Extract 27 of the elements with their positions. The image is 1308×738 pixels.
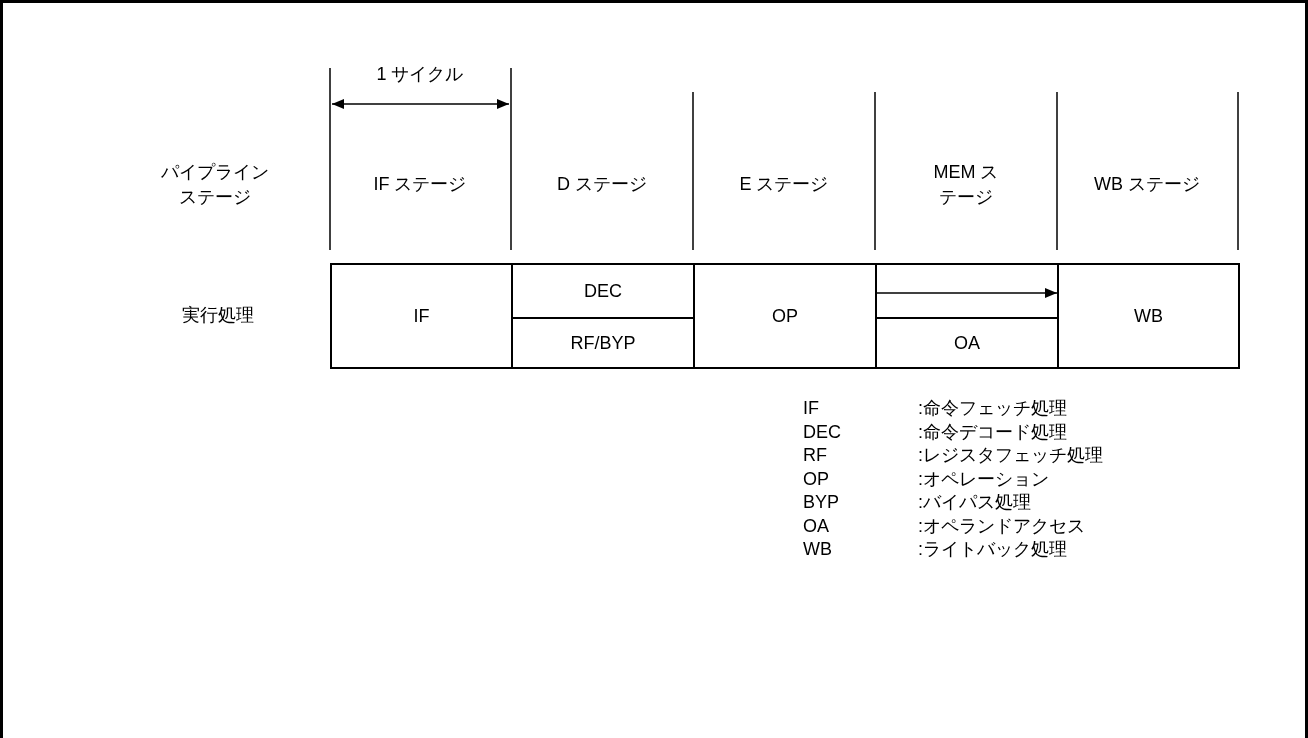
dimension-label: 1 サイクル xyxy=(375,63,465,87)
legend-description: :レジスタフェッチ処理 xyxy=(918,444,1103,466)
legend-description: :ライトバック処理 xyxy=(918,538,1067,560)
process-cell: IF xyxy=(330,263,513,369)
legend-description: :バイパス処理 xyxy=(918,491,1031,513)
legend-term: BYP xyxy=(803,491,840,513)
stage-label: E ステージ xyxy=(738,173,830,197)
legend-description: :オペレーション xyxy=(918,467,1049,490)
process-cell: WB xyxy=(1057,263,1240,369)
arrow xyxy=(876,288,1058,298)
legend-term: IF xyxy=(803,397,819,419)
row-label: 実行処理 xyxy=(181,304,255,328)
legend-term: OP xyxy=(803,467,829,490)
legend-term: OA xyxy=(803,514,829,537)
stage-label: MEM ステージ xyxy=(932,160,1000,209)
stage-label: D ステージ xyxy=(556,173,648,197)
legend-term: WB xyxy=(803,538,832,560)
legend-description: :オペランドアクセス xyxy=(918,514,1085,537)
stage-label: IF ステージ xyxy=(372,173,468,197)
legend-description: :命令デコード処理 xyxy=(918,420,1067,443)
legend-term: DEC xyxy=(803,420,841,443)
stage-label: WB ステージ xyxy=(1093,173,1201,197)
process-cell: OA xyxy=(875,317,1059,369)
legend-term: RF xyxy=(803,444,827,466)
process-cell: OP xyxy=(693,263,877,369)
legend-description: :命令フェッチ処理 xyxy=(918,397,1067,419)
row-label: パイプラインステージ xyxy=(160,160,270,209)
